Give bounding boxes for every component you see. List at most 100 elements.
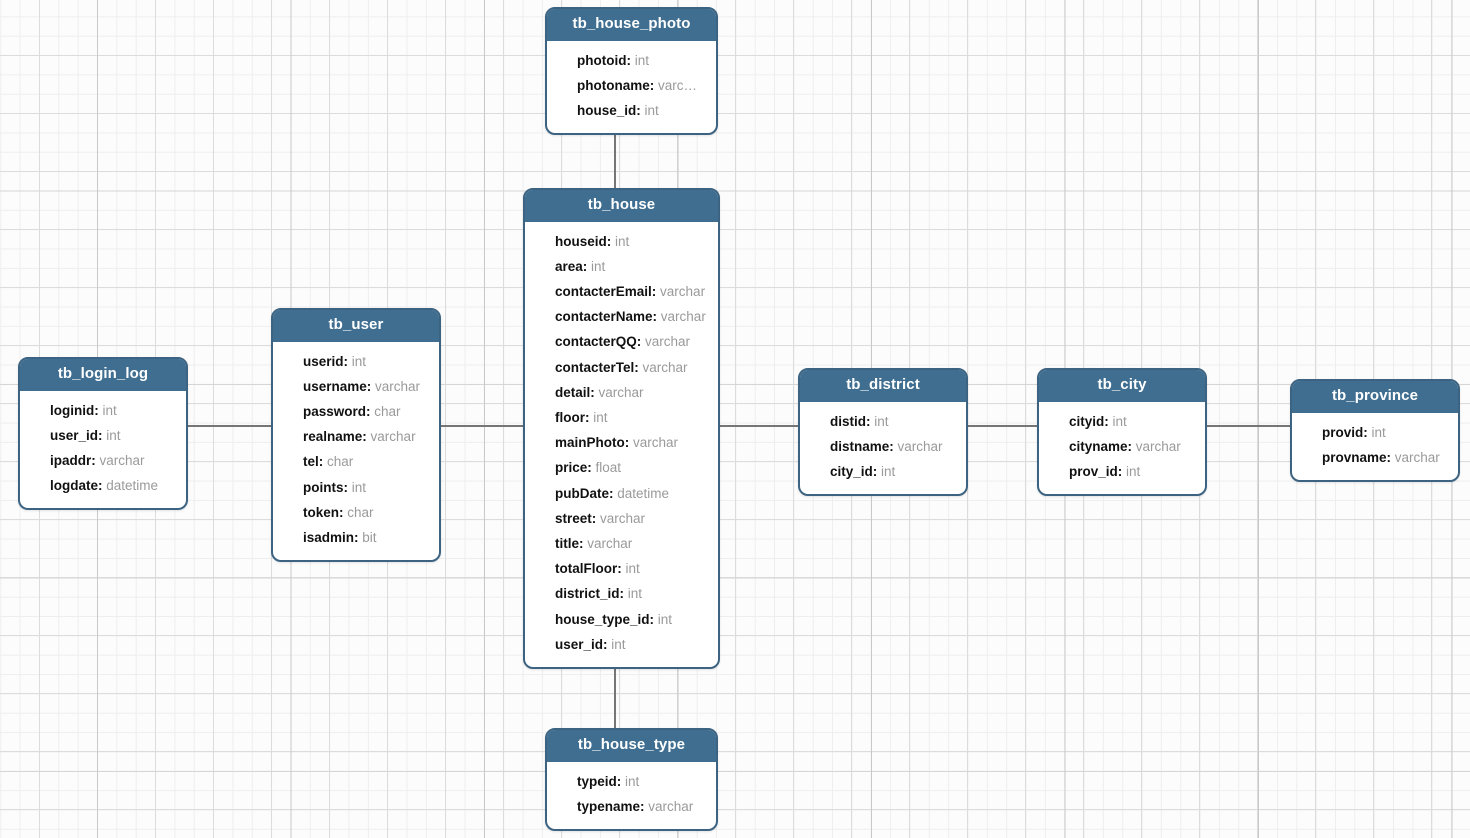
field-row: provname: varchar — [1302, 445, 1448, 470]
field-type: varc… — [654, 77, 698, 93]
field-type: int — [587, 258, 606, 274]
field-name: token: — [303, 504, 344, 520]
field-name: user_id: — [555, 636, 608, 652]
field-type: varchar — [95, 452, 145, 468]
field-name: cityname: — [1069, 438, 1133, 454]
field-name: contacterTel: — [555, 359, 639, 375]
field-name: userid: — [303, 353, 349, 369]
field-row: totalFloor: int — [535, 556, 708, 581]
field-type: char — [370, 403, 401, 419]
entity-title-tb_house_type: tb_house_type — [547, 730, 716, 762]
entity-title-tb_house_photo: tb_house_photo — [547, 9, 716, 41]
field-type: char — [323, 454, 354, 470]
field-name: district_id: — [555, 586, 625, 602]
field-row: street: varchar — [535, 506, 708, 531]
field-name: detail: — [555, 384, 595, 400]
field-type: varchar — [644, 798, 694, 814]
field-row: house_id: int — [557, 98, 706, 123]
entity-title-tb_login_log: tb_login_log — [20, 359, 186, 391]
entity-title-tb_city: tb_city — [1039, 370, 1205, 402]
field-type: int — [630, 52, 649, 68]
field-name: provname: — [1322, 449, 1392, 465]
field-name: ipaddr: — [50, 452, 96, 468]
field-type: float — [591, 460, 622, 476]
field-row: city_id: int — [810, 459, 956, 484]
field-row: username: varchar — [283, 374, 429, 399]
field-type: char — [343, 504, 374, 520]
field-type: int — [877, 463, 896, 479]
field-type: varchar — [371, 378, 421, 394]
field-row: photoid: int — [557, 48, 706, 73]
field-name: mainPhoto: — [555, 435, 630, 451]
field-type: int — [621, 561, 640, 577]
field-type: int — [621, 773, 640, 789]
field-type: int — [102, 427, 121, 443]
field-name: user_id: — [50, 427, 103, 443]
field-type: varchar — [596, 510, 646, 526]
field-type: varchar — [893, 438, 943, 454]
field-name: title: — [555, 535, 584, 551]
field-type: varchar — [1132, 438, 1181, 454]
field-name: prov_id: — [1069, 463, 1123, 479]
field-type: varchar — [629, 435, 679, 451]
field-name: totalFloor: — [555, 561, 622, 577]
field-row: prov_id: int — [1049, 459, 1195, 484]
entity-title-tb_province: tb_province — [1292, 381, 1458, 413]
field-type: int — [348, 479, 367, 495]
field-row: points: int — [283, 475, 429, 500]
field-name: contacterEmail: — [555, 283, 657, 299]
field-name: provid: — [1322, 424, 1368, 440]
field-type: varchar — [638, 359, 688, 375]
field-type: int — [611, 233, 630, 249]
field-row: cityname: varchar — [1049, 434, 1195, 459]
field-row: contacterEmail: varchar — [535, 279, 708, 304]
field-name: logdate: — [50, 478, 103, 494]
field-row: typeid: int — [557, 769, 706, 794]
field-type: int — [1108, 413, 1127, 429]
field-row: houseid: int — [535, 229, 708, 254]
field-row: detail: varchar — [535, 380, 708, 405]
field-type: varchar — [657, 309, 706, 325]
field-name: typeid: — [577, 773, 622, 789]
field-type: int — [1122, 463, 1141, 479]
field-row: user_id: int — [535, 632, 708, 657]
field-row: cityid: int — [1049, 409, 1195, 434]
field-name: tel: — [303, 454, 324, 470]
field-name: price: — [555, 460, 592, 476]
field-type: varchar — [641, 334, 691, 350]
field-type: varchar — [366, 429, 416, 445]
field-name: username: — [303, 378, 372, 394]
field-name: street: — [555, 510, 597, 526]
field-name: city_id: — [830, 463, 878, 479]
field-row: distname: varchar — [810, 434, 956, 459]
field-name: distid: — [830, 413, 871, 429]
field-row: userid: int — [283, 349, 429, 374]
field-name: floor: — [555, 409, 590, 425]
field-name: house_id: — [577, 102, 641, 118]
field-name: houseid: — [555, 233, 612, 249]
field-row: contacterTel: varchar — [535, 355, 708, 380]
field-type: int — [640, 102, 659, 118]
field-type: int — [654, 611, 673, 627]
field-type: int — [870, 413, 889, 429]
entity-title-tb_user: tb_user — [273, 310, 439, 342]
field-row: token: char — [283, 500, 429, 525]
field-name: password: — [303, 403, 371, 419]
field-row: password: char — [283, 399, 429, 424]
field-type: varchar — [583, 535, 633, 551]
field-type: varchar — [594, 384, 644, 400]
